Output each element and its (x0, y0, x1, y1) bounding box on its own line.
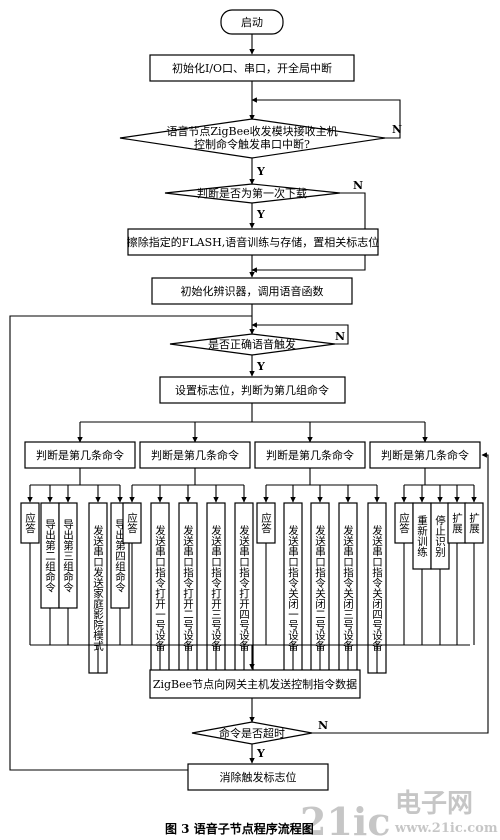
judge-command-label: 判断是第几条命令 (36, 448, 124, 462)
yes-label: Y (256, 165, 265, 178)
start-label: 启动 (241, 16, 263, 29)
action-label: 发送串口指令打开一号设备 (154, 524, 166, 652)
action-label: 发送串口指令打开二号设备 (182, 524, 194, 652)
judge-command-label: 判断是第几条命令 (266, 448, 354, 462)
no-label: N (318, 719, 328, 732)
no-label: N (353, 179, 363, 192)
action-label: 停止识别 (434, 514, 446, 558)
zigbee-check-label-2: 控制命令触发串口中断? (194, 137, 310, 151)
action-label: 发送串口指令打开四号设备 (238, 524, 250, 652)
set-flag-label: 设置标志位，判断为第几组命令 (175, 383, 329, 397)
loop-return-line (9, 315, 252, 771)
action-label: 发送串口指令关闭一号设备 (287, 524, 299, 652)
clear-flag-label: 消除触发标志位 (220, 770, 297, 784)
init-recognizer-box (151, 277, 353, 305)
action-label: 应答 (398, 512, 410, 535)
watermark-cn: 电子网 (395, 789, 473, 819)
send-data-box (149, 669, 361, 699)
action-label: 导出第三组命令 (62, 519, 74, 593)
figure-caption: 图 3 语音子节点程序流程图 (165, 821, 314, 836)
set-flag-box (159, 376, 346, 404)
action-label: 发送串口指令关闭三号设备 (342, 524, 354, 652)
send-data-label: ZigBee节点向网关主机发送控制指令数据 (153, 677, 357, 691)
action-label: 发送串口发送家庭影院模式 (92, 524, 104, 651)
clear-flag-box (187, 763, 329, 791)
yes-label: Y (256, 360, 265, 373)
erase-flash-label: 擦除指定的FLASH,语音训练与存储，置相关标志位 (127, 235, 380, 249)
action-label: 发送串口指令关闭四号设备 (371, 524, 383, 652)
judge-command-box (369, 441, 481, 469)
no-label: N (392, 123, 402, 136)
judge-command-box (139, 441, 251, 469)
action-label: 扩展 (468, 512, 480, 535)
yes-label: Y (256, 747, 265, 760)
init-recognizer-label: 初始化辨识器，调用语音函数 (181, 284, 324, 298)
action-label: 应答 (126, 512, 138, 535)
zigbee-check-label-1: 语音节点ZigBee收发模块接收主机 (166, 124, 337, 138)
action-label: 扩展 (451, 512, 463, 535)
action-label: 重新训练 (416, 514, 428, 557)
timeout-label: 命令是否超时 (219, 726, 285, 740)
watermark-url: www.21ic.com (394, 821, 498, 836)
no-label: N (335, 330, 345, 343)
command-groups: 判断是第几条命令应答导出第二组命令导出第三组命令发送串口发送家庭影院模式导出第四… (20, 422, 484, 674)
first-download-label: 判断是否为第一次下载 (197, 186, 307, 200)
yes-label: Y (256, 208, 265, 221)
correct-voice-label: 是否正确语音触发 (208, 337, 296, 351)
judge-command-label: 判断是第几条命令 (151, 448, 239, 462)
action-label: 应答 (24, 512, 36, 535)
action-label: 导出第二组命令 (44, 519, 56, 593)
action-label: 发送串口指令打开三号设备 (210, 524, 222, 652)
watermark-main: 21ic (300, 799, 390, 840)
judge-command-label: 判断是第几条命令 (381, 448, 469, 462)
action-label: 应答 (260, 512, 272, 535)
action-label: 发送串口指令关闭二号设备 (314, 524, 326, 652)
init-io-label: 初始化I/O口、串口，开全局中断 (172, 61, 332, 75)
watermark-logo: 21ic 电子网 www.21ic.com (300, 789, 498, 840)
erase-flash-box (127, 228, 379, 256)
